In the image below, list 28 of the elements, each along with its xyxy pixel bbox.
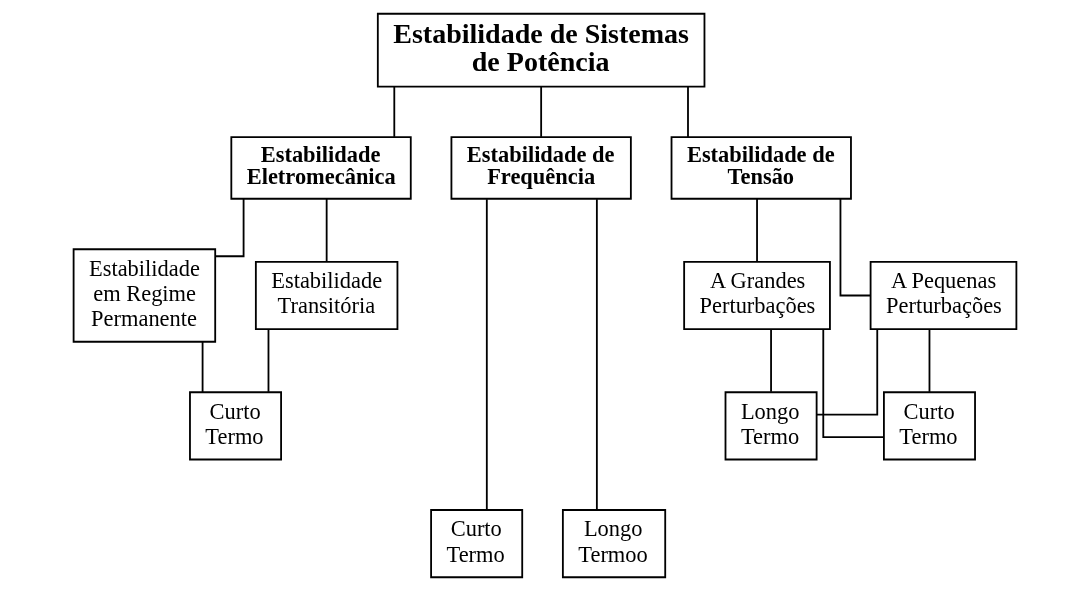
node-box: Longo Termoo bbox=[561, 509, 667, 579]
node-box: Estabilidade de Sistemas de Potência bbox=[376, 12, 706, 88]
connector bbox=[928, 328, 931, 393]
node-box: Estabilidade de Tensão bbox=[670, 136, 852, 200]
connector bbox=[756, 197, 758, 263]
node-box: Curto Termo bbox=[430, 509, 524, 579]
connector bbox=[815, 328, 879, 416]
connector bbox=[687, 85, 689, 138]
node-box: Longo Termo bbox=[724, 391, 818, 461]
node-box: Estabilidade Transitória bbox=[254, 260, 399, 331]
node-box: A Grandes Perturbações bbox=[683, 260, 831, 331]
node-box: Estabilidade Eletromecânica bbox=[230, 136, 412, 200]
node-box: Curto Termo bbox=[189, 391, 282, 461]
connector bbox=[485, 198, 488, 511]
connector bbox=[214, 197, 245, 258]
connector bbox=[393, 85, 396, 138]
connector bbox=[325, 197, 328, 263]
connector bbox=[540, 85, 543, 138]
connector bbox=[822, 328, 885, 438]
node-box: Estabilidade de Frequência bbox=[450, 136, 632, 200]
connector bbox=[839, 197, 872, 297]
node-box: A Pequenas Perturbações bbox=[869, 260, 1018, 331]
connector bbox=[770, 328, 772, 393]
node-box: Curto Termo bbox=[883, 391, 976, 461]
node-box: Estabilidade em Regime Permanente bbox=[72, 248, 217, 343]
connector bbox=[201, 340, 204, 393]
connector bbox=[267, 328, 270, 393]
connector bbox=[595, 198, 598, 511]
